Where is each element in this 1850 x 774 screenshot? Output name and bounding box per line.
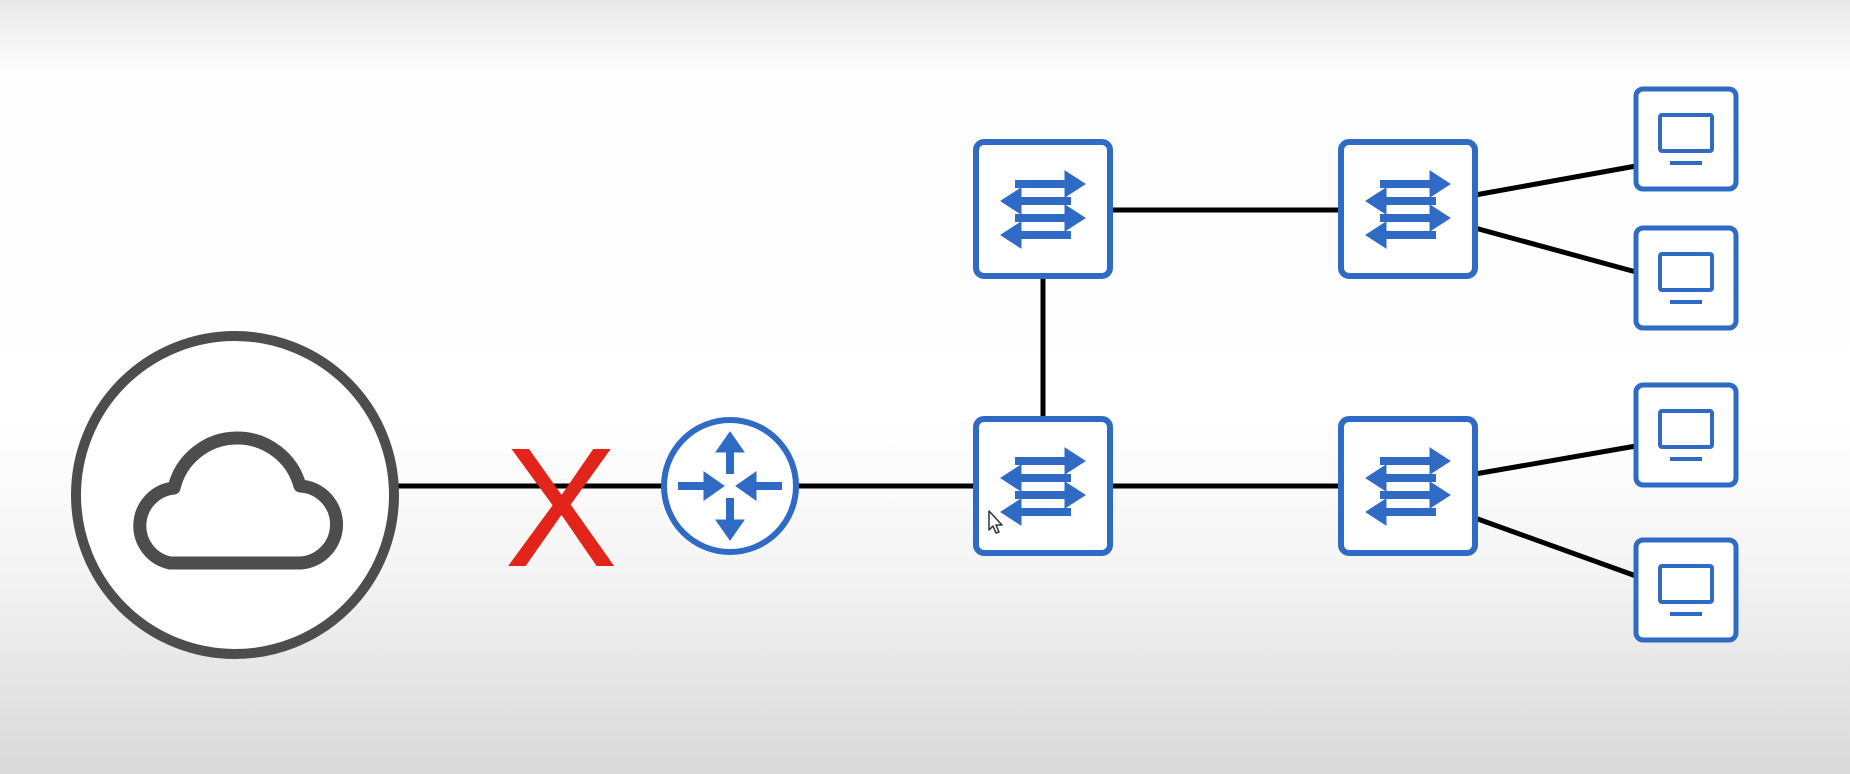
router-icon: [661, 417, 799, 555]
link-failure-x: X: [504, 413, 617, 603]
pc-4-icon: [1633, 537, 1739, 643]
link-switch-d-pc-3: [1472, 443, 1639, 477]
link-switch-d-pc-4: [1472, 515, 1639, 579]
pc-3-icon: [1633, 382, 1739, 488]
switch-c-icon: [1338, 139, 1478, 279]
arrow-cursor-icon: [988, 510, 1003, 534]
switch-d-icon: [1338, 416, 1478, 556]
pc-2-icon: [1633, 225, 1739, 331]
link-switch-c-pc-1: [1472, 163, 1639, 198]
internet-cloud-icon: [71, 331, 399, 659]
pc-1-icon: [1633, 86, 1739, 192]
switch-a-icon: [973, 139, 1113, 279]
link-switch-c-pc-2: [1472, 225, 1639, 275]
switch-b-icon: [973, 416, 1113, 556]
